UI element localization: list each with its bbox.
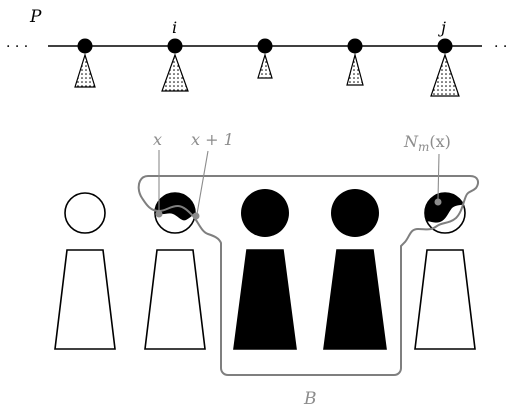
path-node-4: [346, 38, 364, 86]
annotation-x-plus-1: x + 1: [191, 130, 234, 220]
path-node-dot-4: [347, 38, 363, 54]
subtree-triangle-1: [74, 52, 96, 88]
point-neighborhood: [434, 198, 442, 206]
path-graph: P · · · · · i j: [6, 7, 507, 97]
figure-1-head: [64, 192, 106, 234]
subtree-triangle-5: [430, 53, 460, 97]
figure-3-body: [233, 249, 297, 350]
path-node-5: j: [430, 18, 460, 97]
leader-x-plus-1: [196, 150, 209, 215]
figure-3-head: [241, 189, 289, 237]
annotation-x: x: [153, 130, 163, 218]
point-x-plus-1: [192, 212, 200, 220]
path-node-1: [74, 38, 96, 88]
figure-4: [323, 189, 387, 350]
path-node-2: i: [161, 18, 189, 92]
path-node-dot-2: [167, 38, 183, 54]
point-x: [155, 210, 163, 218]
subtree-triangle-3: [257, 52, 273, 79]
figure-5: [414, 192, 476, 350]
label-neighborhood-arg: (x): [429, 132, 451, 151]
label-neighborhood-sub: m: [418, 140, 429, 154]
subtree-triangle-4: [346, 52, 364, 86]
figure-4-head: [331, 189, 379, 237]
figure-3: [233, 189, 297, 350]
annotation-neighborhood: Nm(x): [403, 132, 451, 206]
figure-4-body: [323, 249, 387, 350]
figure-2: [144, 192, 206, 350]
path-node-dot-1: [77, 38, 93, 54]
region-b-label: B: [303, 389, 317, 409]
figure-1-body: [54, 249, 116, 350]
path-node-dot-5: [437, 38, 453, 54]
ellipsis-left: · · ·: [6, 39, 28, 55]
region-b-outline: [137, 175, 479, 376]
path-node-3: [257, 38, 273, 79]
node-label-j: j: [438, 18, 446, 37]
figure-1: [54, 192, 116, 350]
label-neighborhood-main: N: [403, 132, 419, 151]
label-x: x: [153, 130, 162, 149]
figure-5-head-outline: [424, 192, 466, 234]
ellipsis-right: · ·: [494, 39, 507, 55]
leader-neighborhood: [437, 153, 440, 200]
figure-5-body: [414, 249, 476, 350]
path-node-dot-3: [257, 38, 273, 54]
node-label-i: i: [172, 18, 177, 37]
figure-2-body: [144, 249, 206, 350]
path-label: P: [29, 7, 42, 27]
label-neighborhood: Nm(x): [403, 132, 451, 154]
label-x-plus-1: x + 1: [191, 130, 234, 149]
subtree-triangle-2: [161, 53, 189, 92]
